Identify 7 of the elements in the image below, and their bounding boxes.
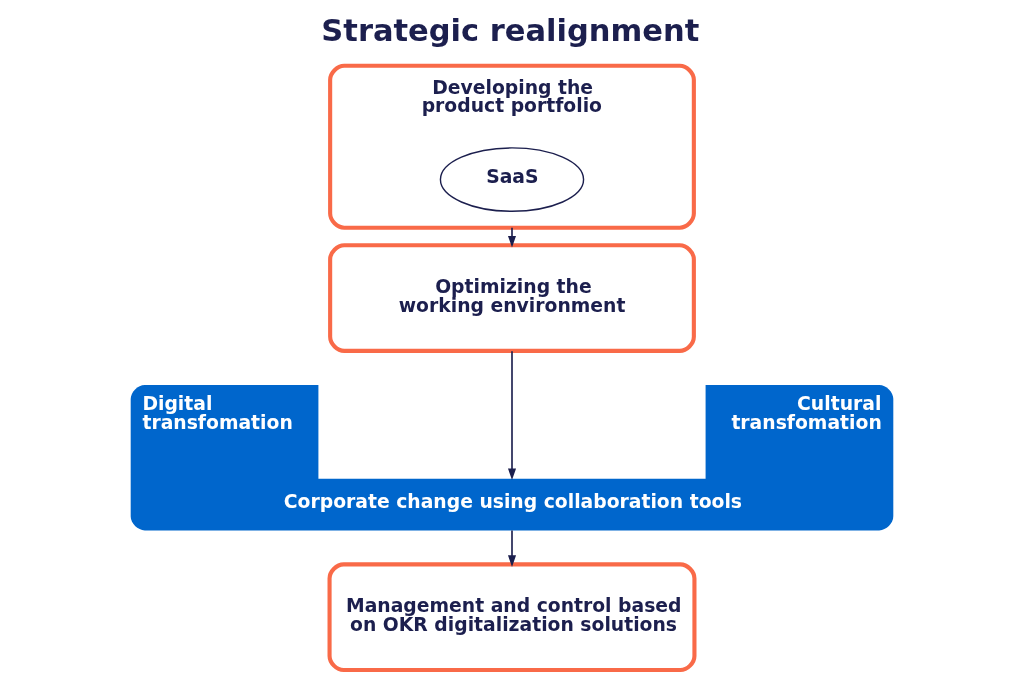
arrow [507,529,517,567]
node-box: Optimizing the working environment [328,243,696,353]
node-ellipse: SaaS [439,147,585,212]
diagram-title: Strategic realignment [321,12,700,48]
node-box: Management and control based on OKR digitalization solutions [327,562,697,673]
arrow [507,226,517,248]
arrow [507,350,517,481]
